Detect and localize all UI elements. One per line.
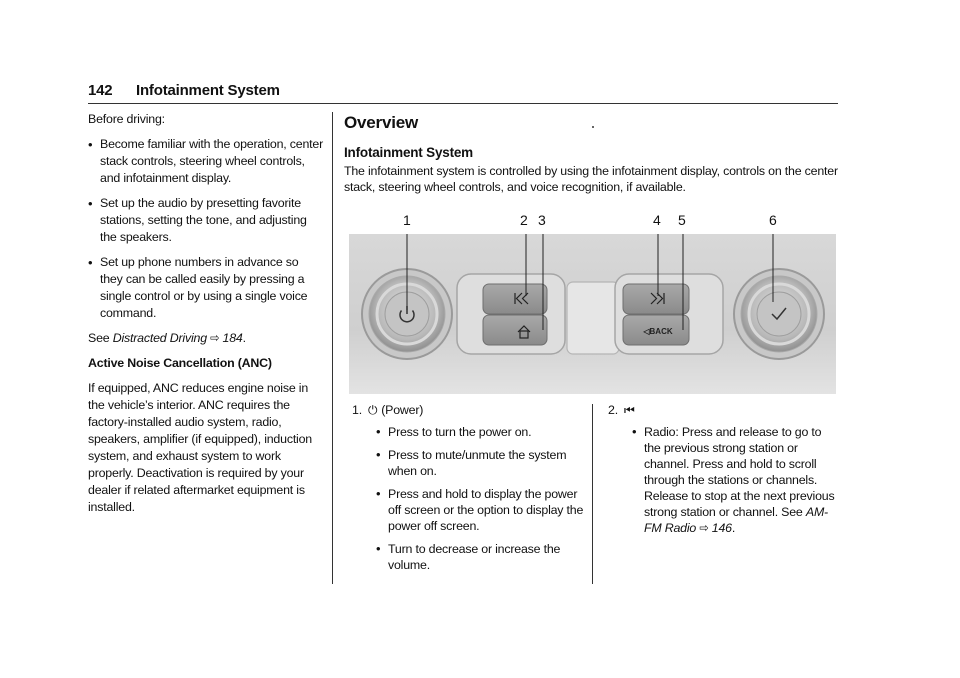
page-arrow-icon: ⇨ xyxy=(210,331,220,345)
column-divider xyxy=(332,112,333,584)
list-item: Radio: Press and release to go to the pr… xyxy=(632,424,840,536)
page-header: 142 Infotainment System xyxy=(88,82,838,106)
callout-6: 6 xyxy=(769,212,777,228)
item-1-heading: 1.⏻(Power) xyxy=(352,403,424,417)
left-column: Before driving: Become familiar with the… xyxy=(88,111,324,524)
list-item: Become familiar with the operation, cent… xyxy=(88,136,324,187)
callout-5: 5 xyxy=(678,212,686,228)
callout-1: 1 xyxy=(403,212,411,228)
anc-heading: Active Noise Cancellation (ANC) xyxy=(88,356,272,370)
center-slot xyxy=(566,281,620,355)
list-item: Turn to decrease or increase the volume. xyxy=(376,541,588,573)
callout-2: 2 xyxy=(520,212,528,228)
skip-back-icon: ⏮ xyxy=(623,403,635,417)
list-item: Press and hold to display the power off … xyxy=(376,486,588,534)
power-icon: ⏻ xyxy=(367,403,378,417)
overview-intro: The infotainment system is controlled by… xyxy=(344,164,838,194)
column-divider-lower xyxy=(592,404,593,584)
back-label: ◁BACK xyxy=(642,327,672,336)
list-item: Press to turn the power on. xyxy=(376,424,588,440)
checkmark-icon xyxy=(771,307,787,321)
item-2-list: Radio: Press and release to go to the pr… xyxy=(608,424,840,536)
seek-forward-button[interactable] xyxy=(622,283,690,315)
infotainment-subtitle: Infotainment System xyxy=(344,145,473,160)
controls-illustration: ◁BACK xyxy=(361,234,825,360)
before-driving-label: Before driving: xyxy=(88,112,165,126)
callout-4: 4 xyxy=(653,212,661,228)
stray-mark xyxy=(592,126,594,128)
home-icon xyxy=(517,325,531,339)
controls-figure: ◁BACK xyxy=(349,234,836,394)
page-ref[interactable]: 146 xyxy=(711,521,732,535)
item-2-heading: 2.⏮ xyxy=(608,403,635,417)
item-2-seek-back: 2.⏮ Radio: Press and release to go to th… xyxy=(608,402,840,543)
back-button[interactable]: ◁BACK xyxy=(622,314,690,346)
page-arrow-icon: ⇨ xyxy=(699,521,709,535)
section-title: Infotainment System xyxy=(136,82,280,99)
seek-back-button[interactable] xyxy=(482,283,548,315)
list-item: Set up phone numbers in advance so they … xyxy=(88,254,324,322)
callout-lines xyxy=(406,234,774,330)
am-fm-radio-link[interactable]: AM-FM Radio xyxy=(644,505,828,535)
callout-3: 3 xyxy=(538,212,546,228)
home-button[interactable] xyxy=(482,314,548,346)
select-knob[interactable] xyxy=(733,268,825,360)
anc-paragraph: If equipped, ANC reduces engine noise in… xyxy=(88,381,312,514)
item-1-power: 1.⏻(Power) Press to turn the power on. P… xyxy=(352,402,588,580)
overview-title: Overview xyxy=(344,113,419,132)
page-ref[interactable]: 184 xyxy=(222,331,243,345)
distracted-driving-link[interactable]: Distracted Driving xyxy=(112,331,207,345)
page-number: 142 xyxy=(88,82,113,99)
see-reference: See Distracted Driving ⇨ 184. xyxy=(88,331,246,345)
skip-forward-icon xyxy=(650,292,665,305)
list-item: Press to mute/unmute the system when on. xyxy=(376,447,588,479)
list-item: Set up the audio by presetting favorite … xyxy=(88,195,324,246)
item-1-list: Press to turn the power on. Press to mut… xyxy=(352,424,588,573)
header-rule xyxy=(88,103,838,104)
